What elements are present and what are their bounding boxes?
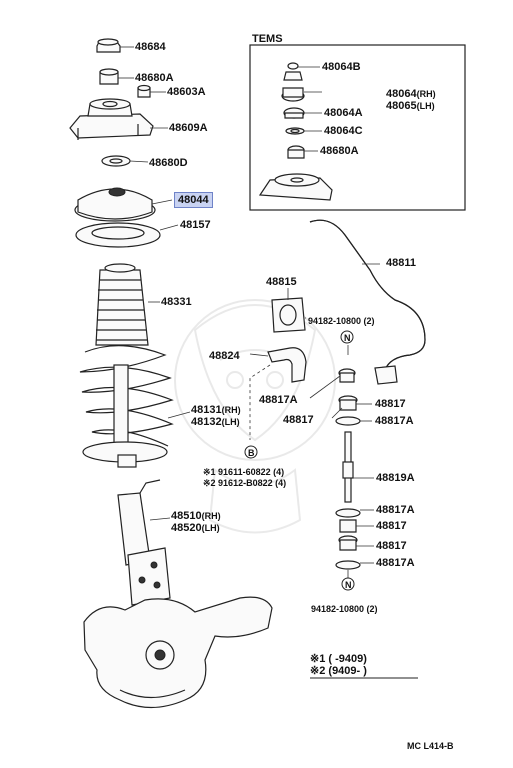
circle-b-letter: B <box>248 448 255 458</box>
label-48157: 48157 <box>180 219 211 231</box>
label-48817-r2: 48817 <box>376 520 407 532</box>
tag-rh-inset: (RH) <box>416 89 436 99</box>
strut-body-seat <box>82 441 168 468</box>
steering-knuckle <box>83 596 273 709</box>
label-48044[interactable]: 48044 <box>174 192 213 208</box>
bolt-line-2: ※2 91612-B0822 (4) <box>203 478 287 488</box>
strut-tube-48510 <box>117 479 171 606</box>
label-48684: 48684 <box>135 41 166 53</box>
label-48817A-left: 48817A <box>259 394 298 406</box>
washer-48680D <box>101 155 131 167</box>
circle-n-bottom-letter: N <box>345 580 352 590</box>
boot-48331 <box>95 263 149 346</box>
bolt-line-1: ※1 91611-60822 (4) <box>203 467 285 477</box>
legend-row-2: ※2 (9409- ) <box>310 665 367 677</box>
label-48680D: 48680D <box>149 157 188 169</box>
mount-48609A <box>69 98 154 140</box>
circle-n-bottom <box>341 577 355 591</box>
lead-bracket-to-B <box>249 364 271 440</box>
label-48131: 48131(RH) <box>191 404 241 416</box>
label-48510: 48510(RH) <box>171 510 221 522</box>
inset-parts <box>258 62 333 201</box>
label-inset-48064A: 48064A <box>324 107 363 119</box>
label-48817A-r1: 48817A <box>375 415 414 427</box>
label-48520: 48520(LH) <box>171 522 220 534</box>
label-inset-48065: 48065(LH) <box>386 100 435 112</box>
label-48811: 48811 <box>386 257 416 269</box>
link-parts-stack <box>335 345 361 578</box>
label-48817A-r2: 48817A <box>376 504 415 516</box>
circle-n-top <box>340 330 354 344</box>
inset-frame <box>249 44 466 211</box>
bushing-48815 <box>271 297 306 333</box>
nut-48680A <box>99 68 119 85</box>
label-bolt-2: 94182-10800 (2) <box>311 604 378 614</box>
leader-lines <box>118 46 380 564</box>
label-48603A: 48603A <box>167 86 206 98</box>
stabilizer-bar-48811 <box>309 219 426 385</box>
label-inset-48064C: 48064C <box>324 125 363 137</box>
circle-b <box>244 445 258 459</box>
label-48132: 48132(LH) <box>191 416 240 428</box>
label-48817-r1: 48817 <box>375 398 406 410</box>
cap-48684 <box>96 38 121 53</box>
insulator-48157 <box>75 222 161 248</box>
tag-lh: (LH) <box>221 417 240 427</box>
label-48680A-top: 48680A <box>135 72 174 84</box>
label-48609A: 48609A <box>169 122 208 134</box>
tag-rh-2: (RH) <box>201 511 221 521</box>
legend-row-1: ※1 ( -9409) <box>310 653 367 665</box>
nut-48603A <box>137 84 151 98</box>
label-inset-48680A: 48680A <box>320 145 359 157</box>
label-inset-48064B: 48064B <box>322 61 361 73</box>
label-48817-r3: 48817 <box>376 540 407 552</box>
footer-code: MC L414-B <box>407 741 454 751</box>
label-48824: 48824 <box>209 350 240 362</box>
bracket-48824 <box>267 347 307 383</box>
inset-title: TEMS <box>252 33 283 45</box>
label-48331: 48331 <box>161 296 192 308</box>
label-48817-left: 48817 <box>283 414 314 426</box>
label-48819A: 48819A <box>376 472 415 484</box>
label-48817A-r3: 48817A <box>376 557 415 569</box>
tag-rh: (RH) <box>221 405 241 415</box>
label-inset-48064: 48064(RH) <box>386 88 436 100</box>
circle-n-top-letter: N <box>344 333 351 343</box>
label-48815: 48815 <box>266 276 297 288</box>
seat-48044 <box>74 187 156 222</box>
label-bolt-1: 94182-10800 (2) <box>308 316 375 326</box>
tag-lh-2: (LH) <box>201 523 220 533</box>
tag-lh-inset: (LH) <box>416 101 435 111</box>
